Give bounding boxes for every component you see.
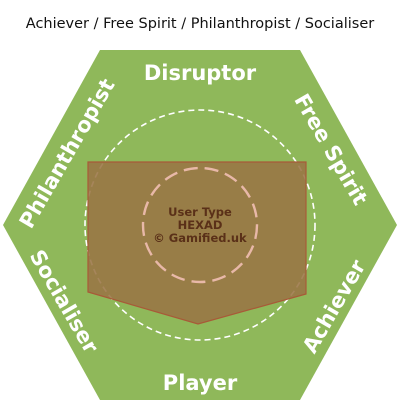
- inner-dashed-circle: [141, 166, 259, 284]
- label-player: Player: [163, 371, 238, 395]
- selected-types-region: [87, 161, 307, 325]
- page-title: Achiever / Free Spirit / Philanthropist …: [25, 16, 375, 32]
- center-line-user-type: User Type: [168, 205, 232, 219]
- center-line-copyright: © Gamified.uk: [153, 231, 247, 245]
- outer-dashed-circle: [84, 109, 316, 341]
- label-disruptor: Disruptor: [144, 61, 257, 85]
- center-line-hexad: HEXAD: [178, 218, 223, 232]
